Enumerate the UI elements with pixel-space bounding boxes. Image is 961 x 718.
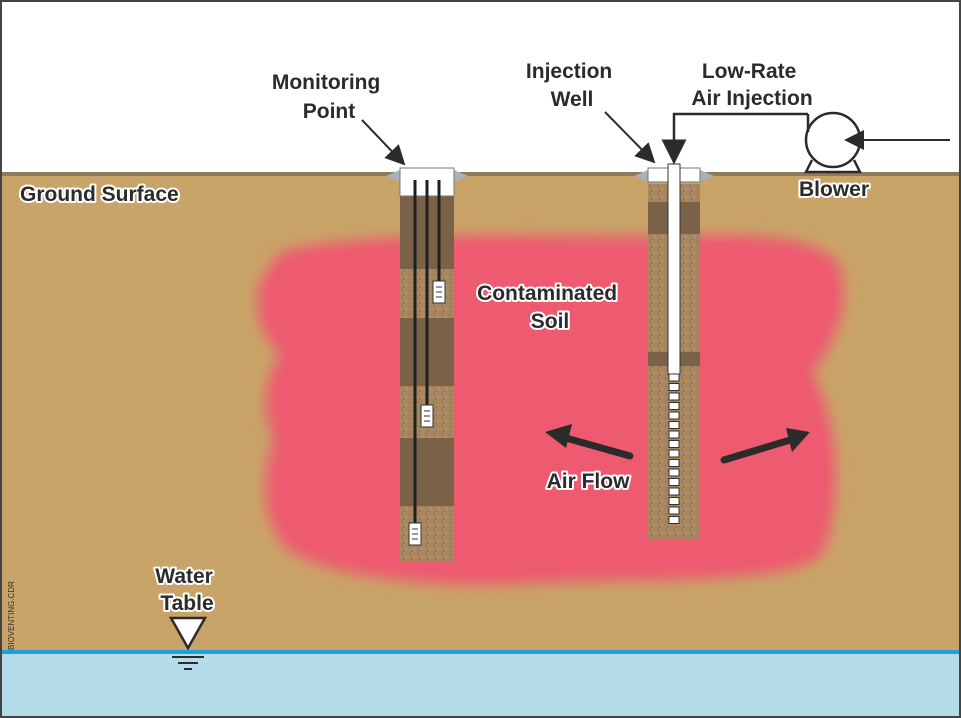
sampling-screen <box>408 522 422 546</box>
well-casing <box>667 163 681 375</box>
screen-slot <box>668 392 680 401</box>
air-supply-line <box>661 112 808 165</box>
screen-slot <box>668 373 680 382</box>
injection-well-pointer <box>604 111 656 164</box>
screen-slot <box>668 487 680 496</box>
screen-slot <box>668 383 680 391</box>
blower-icon <box>803 111 950 174</box>
screen-slot <box>668 402 680 410</box>
low-rate-air-injection-label: Low-Rate Air Injection <box>691 60 812 110</box>
screen-slot <box>668 516 680 524</box>
monitoring-point-pointer <box>361 119 406 166</box>
water-table-label: Water Table <box>155 565 218 615</box>
screen-slot <box>668 506 680 515</box>
air-flow-label: Air Flow <box>547 470 630 493</box>
ground-surface-label: Ground Surface <box>20 183 179 206</box>
injection-well <box>634 163 714 540</box>
sampling-screen <box>420 404 434 428</box>
air-flow-arrow-left <box>545 424 634 460</box>
screen-slot <box>668 497 680 505</box>
seal-band <box>400 438 454 506</box>
air-flow-arrow-right <box>720 428 810 464</box>
injection-well-label: Injection Well <box>526 60 618 111</box>
screen-slot <box>668 421 680 429</box>
contaminated-soil-label: Contaminated Soil <box>477 282 623 333</box>
water-table-icon <box>168 616 208 670</box>
sky-area <box>0 0 961 174</box>
file-name-label: BIOVENTING.CDR <box>7 581 16 650</box>
screen-slot <box>668 468 680 477</box>
well-screen <box>668 373 680 524</box>
screen-slot <box>668 430 680 439</box>
sampling-screen <box>432 280 446 304</box>
monitoring-point <box>386 167 468 562</box>
screen-slot <box>668 478 680 486</box>
blower-label: Blower <box>799 178 869 201</box>
groundwater-zone <box>0 652 961 718</box>
monitoring-point-label: Monitoring Point <box>272 71 386 123</box>
screen-slot <box>668 459 680 467</box>
screen-slot <box>668 411 680 420</box>
screen-slot <box>668 440 680 448</box>
screen-slot <box>668 449 680 458</box>
